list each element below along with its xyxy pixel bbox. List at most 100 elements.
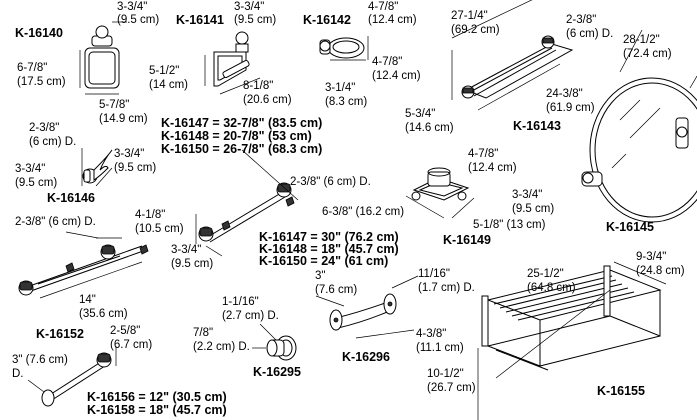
label-k16296-d1b: (7.6 cm)	[315, 284, 358, 296]
label-k16146-d2b: (9.5 cm)	[15, 177, 58, 189]
label-k16142-model: K-16142	[303, 13, 351, 27]
label-k16146-model: K-16146	[47, 191, 95, 205]
label-k16145-model: K-16145	[606, 220, 654, 234]
label-k16143-model: K-16143	[513, 119, 561, 133]
label-k16146-d1a: 2-3/8"	[29, 122, 60, 134]
k16141-drawing	[204, 31, 261, 95]
label-k16156-d1b: (6.7 cm)	[110, 339, 153, 351]
label-k16145-d1b: (9.5 cm)	[512, 203, 555, 215]
label-k16155-model: K-16155	[597, 384, 645, 398]
label-k16140-d1b: (9.5 cm)	[117, 14, 160, 26]
label-k16143-d3a: 5-3/4"	[405, 108, 436, 120]
label-k16148-len: K-16148 = 20-7/8" (53 cm)	[161, 129, 312, 143]
label-k16143-d3b: (14.6 cm)	[405, 122, 454, 134]
k16147-drawing	[195, 149, 299, 257]
label-k16141-d3b: (20.6 cm)	[243, 94, 292, 106]
label-k16296-model: K-16296	[342, 350, 390, 364]
label-k16156-d2b: D.	[12, 368, 24, 380]
label-k16147-len: K-16147 = 32-7/8" (83.5 cm)	[161, 116, 323, 130]
label-k16296-d3a: 4-3/8"	[416, 328, 447, 340]
label-k16152-d2a: 4-1/8"	[135, 209, 166, 221]
label-k16149-d1a: 4-7/8"	[468, 148, 499, 160]
label-k16142-d3a: 3-1/4"	[325, 82, 356, 94]
label-k16140-d2a: 6-7/8"	[17, 62, 48, 74]
label-k16296-d2a: 11/16"	[418, 268, 451, 280]
label-k16144-d1b: (72.4 cm)	[623, 48, 672, 60]
label-k16144-d1a: 28-1/2"	[623, 34, 660, 46]
label-k16149-model: K-16149	[443, 233, 491, 247]
k16156-drawing	[27, 346, 117, 407]
label-k16146-d3a: 3-3/4"	[114, 148, 145, 160]
label-k16296-d2b: (1.7 cm) D.	[418, 282, 475, 294]
label-k16152-d1: 2-3/8" (6 cm) D.	[15, 216, 96, 228]
label-k16141-d2b: (14 cm)	[149, 79, 188, 91]
label-k16152-model: K-16152	[36, 327, 84, 341]
label-k16141-d1a: 3-3/4"	[234, 1, 265, 13]
label-k16149-d2: 6-3/8" (16.2 cm)	[322, 206, 405, 218]
label-k16140-model: K-16140	[15, 26, 63, 40]
k16142-drawing	[319, 36, 369, 61]
label-k16147-d2a: 3-3/4"	[171, 244, 202, 256]
label-k16152-d2b: (10.5 cm)	[135, 223, 184, 235]
label-k16141-d2a: 5-1/2"	[149, 65, 180, 77]
label-k16295-d1a: 1-1/16"	[222, 296, 259, 308]
label-k16147-d2b: (9.5 cm)	[171, 258, 214, 270]
label-k16141-d3a: 8-1/8"	[243, 80, 274, 92]
k16152-drawing	[18, 231, 149, 299]
label-k16152-d3b: (35.6 cm)	[79, 308, 128, 320]
label-k16143-d1a: 27-1/4"	[451, 10, 488, 22]
label-k16143-d2b: (6 cm) D.	[566, 28, 614, 40]
label-k16296-d1a: 3"	[315, 270, 326, 282]
label-k16155-d3a: 10-1/2"	[427, 368, 464, 380]
label-k16149-d3: 5-1/8" (13 cm)	[473, 219, 546, 231]
label-k16140-d3a: 5-7/8"	[99, 99, 130, 111]
label-k16295-d2a: 7/8"	[193, 327, 214, 339]
label-k16156-len: K-16156 = 12" (30.5 cm)	[87, 390, 227, 404]
label-k16149-d1b: (12.4 cm)	[468, 162, 517, 174]
label-k16155-d2a: 9-3/4"	[636, 251, 667, 263]
label-k16140-d1a: 3-3/4"	[117, 1, 148, 13]
k16146-drawing	[81, 148, 113, 187]
label-k16155-d1b: (64.8 cm)	[527, 282, 576, 294]
label-k16150-len: K-16150 = 26-7/8" (68.3 cm)	[161, 142, 323, 156]
label-k16140-d3b: (14.9 cm)	[99, 113, 148, 125]
label-k16141-model: K-16141	[176, 13, 224, 27]
label-k16295-model: K-16295	[253, 365, 301, 379]
label-k16146-d2a: 3-3/4"	[15, 163, 46, 175]
label-k16145-d1a: 3-3/4"	[512, 189, 543, 201]
label-k16146-d1b: (6 cm) D.	[29, 136, 77, 148]
label-k16296-d3b: (11.1 cm)	[416, 342, 464, 354]
k16140-drawing	[79, 21, 127, 95]
label-k16147-b1: K-16147 = 30" (76.2 cm)	[259, 230, 399, 244]
label-k16143-d4a: 24-3/8"	[546, 88, 583, 100]
label-k16148-b1: K-16148 = 18" (45.7 cm)	[259, 242, 399, 256]
label-k16142-d2a: 4-7/8"	[372, 56, 403, 68]
label-k16142-d2b: (12.4 cm)	[372, 70, 421, 82]
k16295-drawing	[252, 323, 297, 361]
label-k16142-d3b: (8.3 cm)	[325, 96, 368, 108]
label-k16143-d2a: 2-3/8"	[566, 14, 597, 26]
label-k16146-d3b: (9.5 cm)	[114, 162, 157, 174]
mirror-drawing	[581, 29, 697, 223]
k16143-drawing	[451, 0, 574, 111]
label-k16155-d1a: 25-1/2"	[527, 268, 564, 280]
label-k16156-d1a: 2-5/8"	[110, 325, 141, 337]
k16296-drawing	[315, 275, 419, 339]
k16155-drawing	[477, 261, 667, 420]
k16149-drawing	[405, 167, 475, 219]
label-k16143-d1b: (69.2 cm)	[451, 24, 500, 36]
label-k16150-b1: K-16150 = 24" (61 cm)	[259, 254, 389, 268]
label-k16147-d1: 2-3/8" (6 cm) D.	[290, 176, 371, 188]
label-k16143-d4b: (61.9 cm)	[546, 102, 595, 114]
label-k16295-d1b: (2.7 cm) D.	[222, 310, 279, 322]
label-k16142-d1b: (12.4 cm)	[368, 14, 417, 26]
label-k16295-d2b: (2.2 cm) D.	[193, 341, 250, 353]
label-k16140-d2b: (17.5 cm)	[17, 76, 66, 88]
label-k16158-len: K-16158 = 18" (45.7 cm)	[87, 403, 227, 417]
label-k16152-d3a: 14"	[79, 294, 96, 306]
label-k16156-d2a: 3" (7.6 cm)	[12, 354, 68, 366]
label-k16142-d1a: 4-7/8"	[368, 1, 399, 13]
label-k16155-d2b: (24.8 cm)	[636, 265, 685, 277]
